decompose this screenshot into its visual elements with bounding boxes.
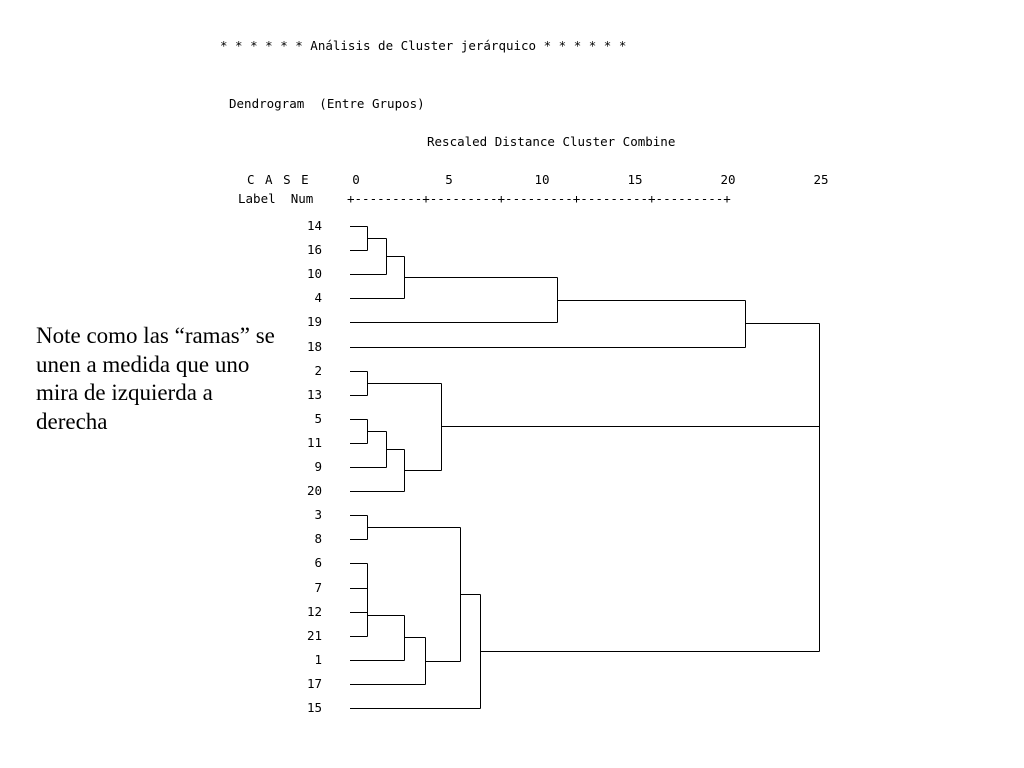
case-label: 5 (314, 410, 322, 426)
case-label: 15 (306, 700, 322, 715)
case-label: 6 (314, 555, 322, 571)
case-label: 18 (306, 338, 322, 354)
axis-rule: +---------+---------+---------+---------… (347, 191, 731, 206)
case-label: 10 (306, 266, 322, 282)
axis-caption: Rescaled Distance Cluster Combine (427, 134, 676, 149)
header-label-num: Label Num (238, 191, 313, 206)
dendrogram-subtitle: Dendrogram (Entre Grupos) (229, 96, 425, 111)
case-label: 13 (306, 386, 322, 402)
case-label: 11 (306, 434, 322, 450)
header-case-text: C A S E (247, 172, 311, 187)
annotation-note: Note como las “ramas” se unen a medida q… (36, 323, 275, 434)
case-label: 8 (314, 531, 322, 547)
case-label: 9 (314, 459, 322, 474)
case-label: 2 (314, 362, 322, 378)
case-label: 1 (314, 651, 322, 667)
header-case: C A S E (247, 172, 310, 187)
case-label: 20 (306, 483, 322, 499)
case-label: 3 (314, 507, 322, 523)
axis-tick-label: 10 (534, 172, 550, 187)
case-label: 4 (314, 290, 322, 306)
case-label: 17 (306, 675, 322, 691)
case-label: 19 (306, 314, 322, 330)
axis-tick-label: 25 (813, 172, 829, 187)
axis-tick-label: 5 (445, 172, 453, 187)
case-label: 16 (306, 242, 322, 258)
header-num: Num (290, 191, 314, 206)
axis-tick-label: 15 (627, 172, 643, 187)
case-label: 21 (306, 627, 322, 643)
case-label: 14 (306, 218, 322, 233)
axis-tick-label: 0 (352, 172, 360, 187)
case-label: 12 (306, 603, 322, 619)
header-label: Label (238, 191, 276, 206)
dendrogram-title: * * * * * * Análisis de Cluster jerárqui… (220, 38, 627, 53)
axis-tick-label: 20 (720, 172, 736, 187)
case-label: 7 (314, 579, 322, 595)
